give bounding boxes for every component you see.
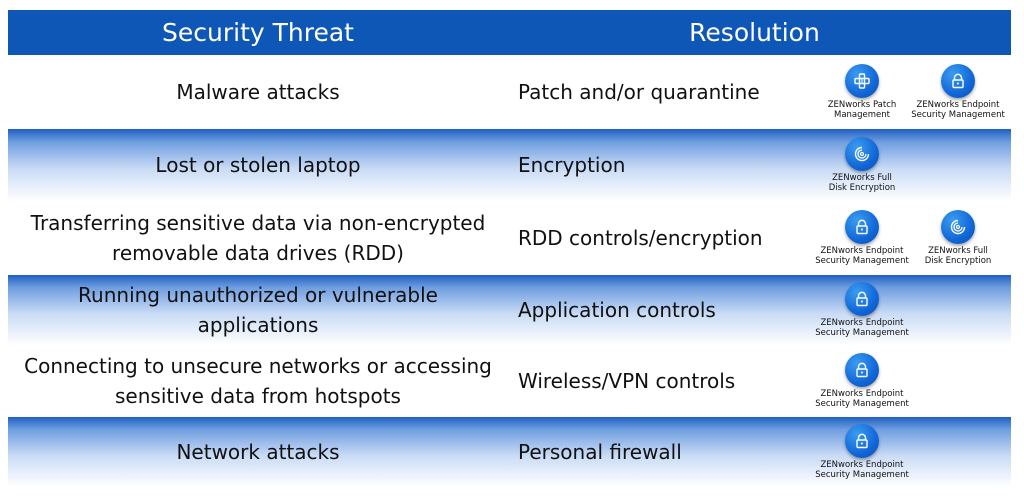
lock-icon xyxy=(941,64,975,98)
resolution-cell: Application controls xyxy=(518,298,716,322)
threat-cell: Connecting to unsecure networks or acces… xyxy=(24,354,492,408)
lock-icon xyxy=(845,353,879,387)
product-list: ZENworks Endpoint Security Management xyxy=(814,353,1011,409)
product-label: ZENworks Full Disk Encryption xyxy=(828,173,896,193)
disk-encryption-icon xyxy=(845,137,879,171)
table-row: Running unauthorized or vulnerable appli… xyxy=(8,275,1011,345)
product-label: ZENworks Endpoint Security Management xyxy=(815,318,909,338)
table-header: Security Threat Resolution xyxy=(8,10,1011,55)
resolution-cell: RDD controls/encryption xyxy=(518,226,763,250)
header-security-threat: Security Threat xyxy=(162,18,354,47)
product-label: ZENworks Patch Management xyxy=(827,100,897,120)
product-list: ZENworks Endpoint Security Management ZEN… xyxy=(814,210,1011,266)
threat-cell: Running unauthorized or vulnerable appli… xyxy=(78,283,438,337)
resolution-cell: Encryption xyxy=(518,153,626,177)
product-label: ZENworks Endpoint Security Management xyxy=(911,100,1005,120)
threat-cell: Transferring sensitive data via non-encr… xyxy=(30,211,486,265)
threat-cell: Network attacks xyxy=(176,440,340,464)
product-list: ZENworks Patch Management ZENworks Endpoi… xyxy=(814,64,1011,120)
product-badge: ZENworks Endpoint Security Management xyxy=(814,353,910,409)
product-label: ZENworks Full Disk Encryption xyxy=(924,246,992,266)
product-badge: ZENworks Full Disk Encryption xyxy=(814,137,910,193)
table-row: Transferring sensitive data via non-encr… xyxy=(8,201,1011,275)
security-threat-table: Security Threat Resolution Malware attac… xyxy=(8,10,1011,487)
patch-icon xyxy=(845,64,879,98)
product-label: ZENworks Endpoint Security Management xyxy=(815,460,909,480)
product-label: ZENworks Endpoint Security Management xyxy=(815,389,909,409)
product-list: ZENworks Endpoint Security Management xyxy=(814,282,1011,338)
resolution-cell: Patch and/or quarantine xyxy=(518,80,760,104)
disk-encryption-icon xyxy=(941,210,975,244)
table-row: Connecting to unsecure networks or acces… xyxy=(8,345,1011,417)
product-label: ZENworks Endpoint Security Management xyxy=(815,246,909,266)
product-badge: ZENworks Endpoint Security Management xyxy=(814,424,910,480)
threat-cell: Malware attacks xyxy=(176,80,340,104)
product-list: ZENworks Full Disk Encryption xyxy=(814,137,1011,193)
threat-cell: Lost or stolen laptop xyxy=(155,153,361,177)
header-resolution: Resolution xyxy=(689,18,820,47)
product-badge: ZENworks Full Disk Encryption xyxy=(910,210,1006,266)
lock-icon xyxy=(845,282,879,316)
product-badge: ZENworks Endpoint Security Management xyxy=(814,210,910,266)
resolution-cell: Wireless/VPN controls xyxy=(518,369,736,393)
product-badge: ZENworks Patch Management xyxy=(814,64,910,120)
resolution-cell: Personal firewall xyxy=(518,440,682,464)
lock-icon xyxy=(845,210,879,244)
lock-icon xyxy=(845,424,879,458)
product-badge: ZENworks Endpoint Security Management xyxy=(910,64,1006,120)
product-list: ZENworks Endpoint Security Management xyxy=(814,424,1011,480)
product-badge: ZENworks Endpoint Security Management xyxy=(814,282,910,338)
